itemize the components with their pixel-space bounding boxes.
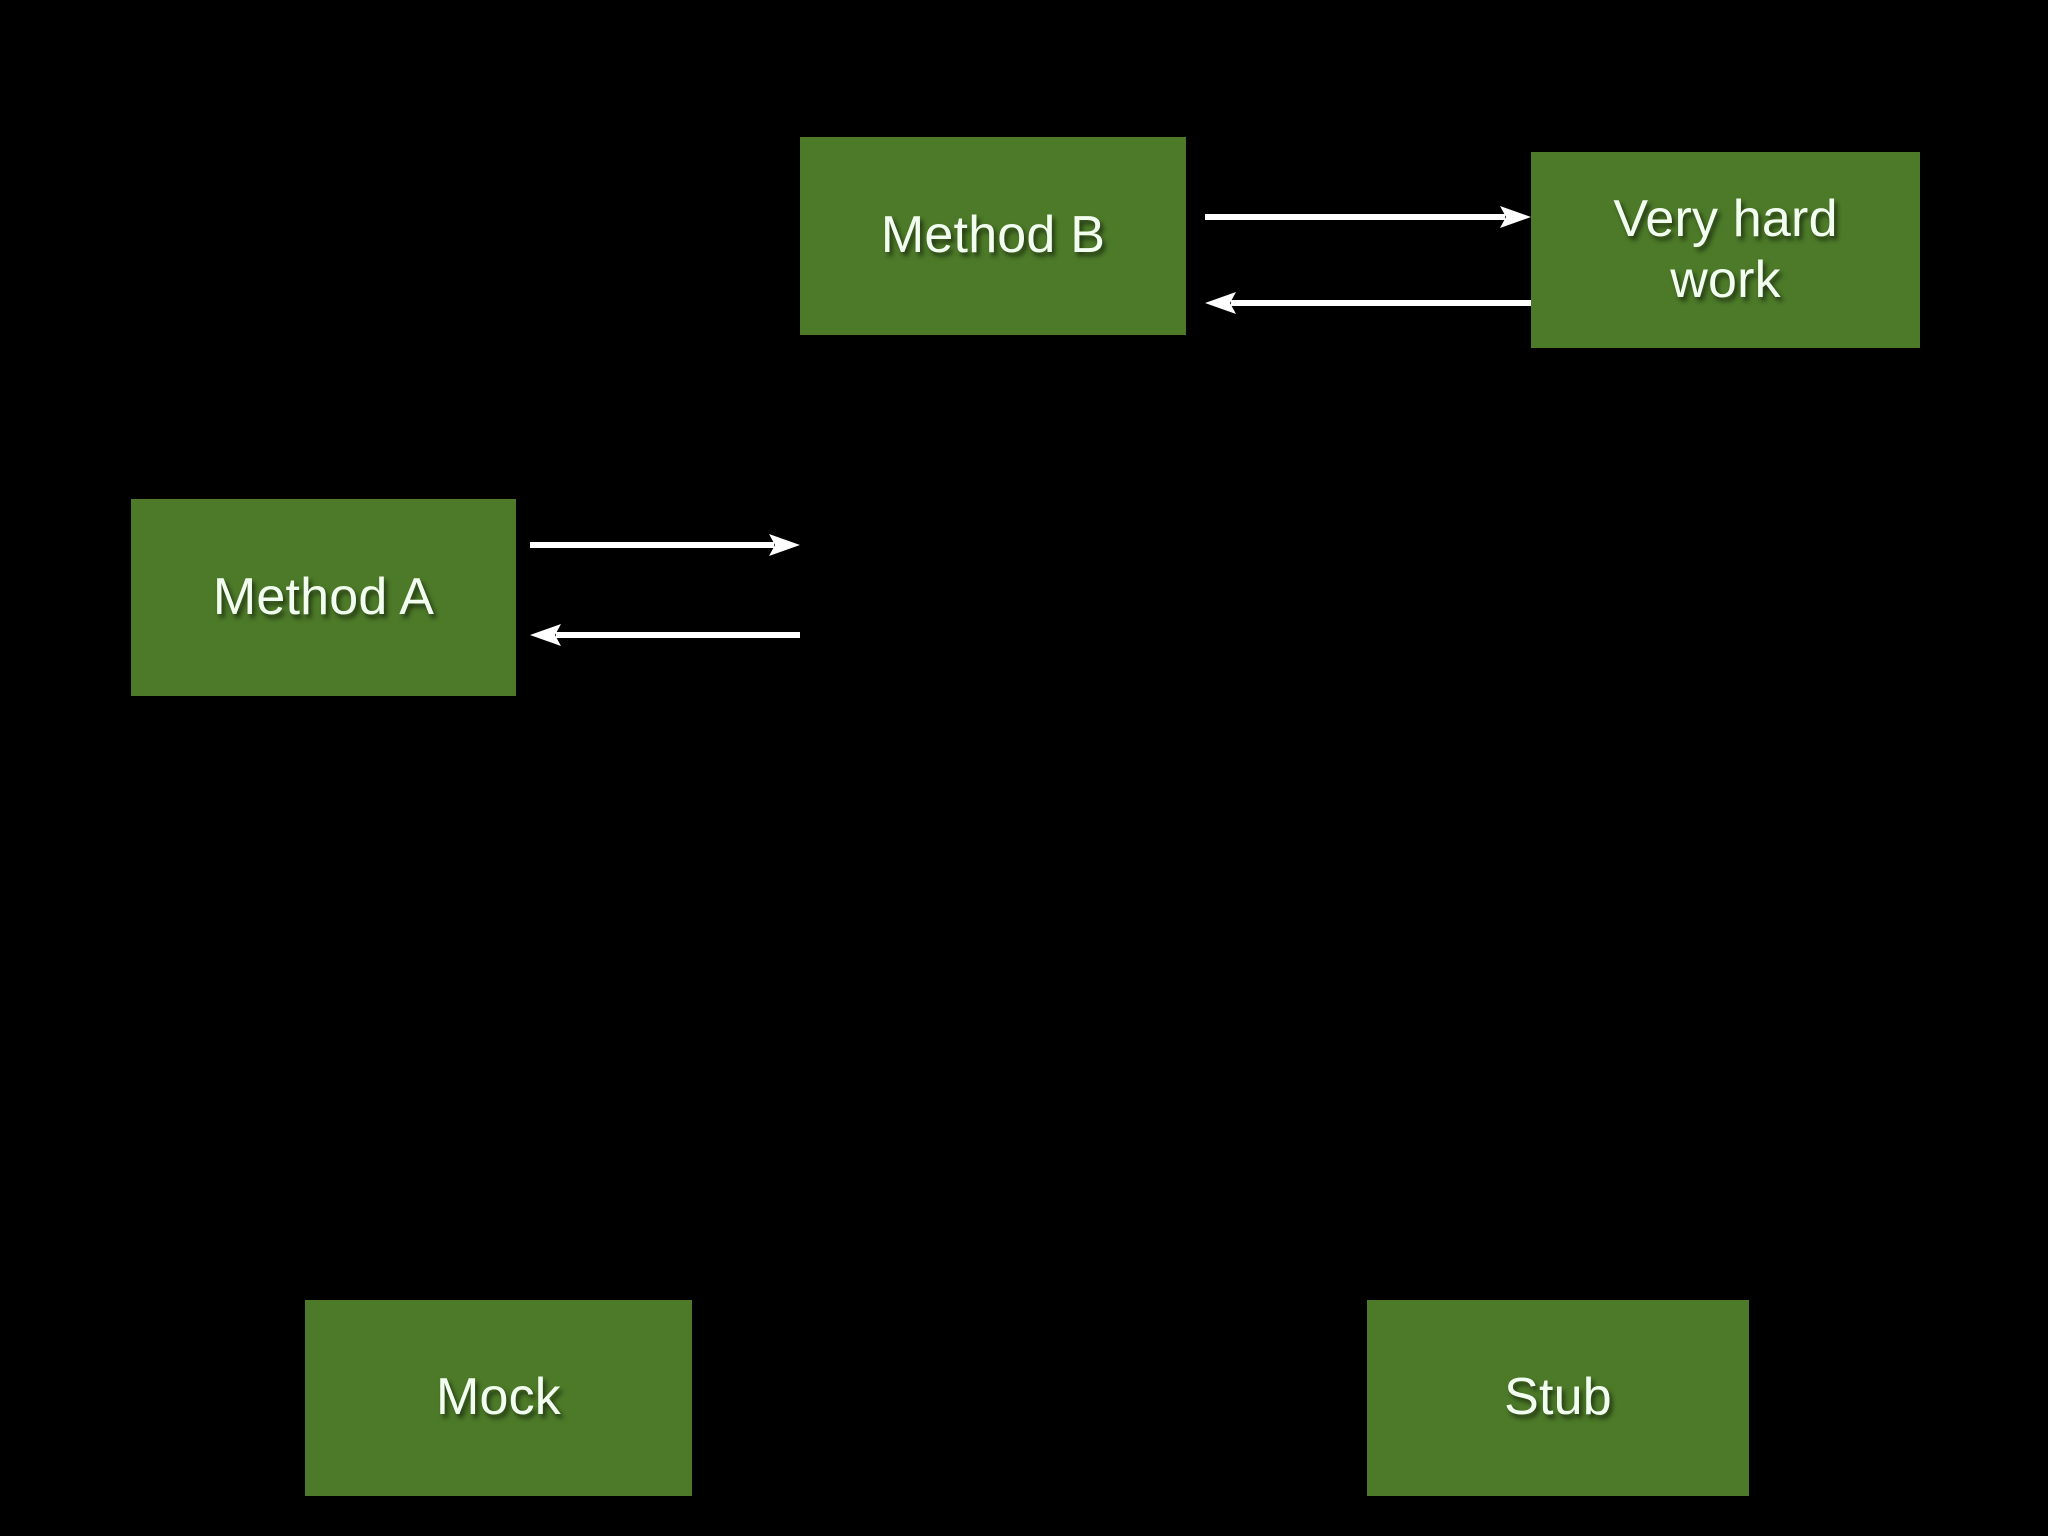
node-very-hard-work-label-line1: Very hard: [1613, 189, 1838, 248]
node-very-hard-work[interactable]: Very hard work: [1531, 152, 1920, 348]
node-stub[interactable]: Stub: [1367, 1300, 1749, 1496]
node-method-b[interactable]: Method B: [800, 137, 1186, 335]
arrow-method-a-outgoing-icon: [530, 528, 800, 562]
arrow-method-b-to-very-hard-work-icon: [1205, 200, 1531, 234]
node-very-hard-work-label-line2: work: [1670, 251, 1781, 309]
node-method-b-label: Method B: [880, 206, 1106, 265]
node-method-a[interactable]: Method A: [131, 499, 516, 696]
node-mock-label: Mock: [435, 1368, 562, 1427]
arrow-method-a-incoming-icon: [530, 618, 800, 652]
arrow-very-hard-work-to-method-b-icon: [1205, 286, 1531, 320]
node-method-a-label: Method A: [212, 567, 435, 626]
node-very-hard-work-label: Very hard work: [1603, 189, 1847, 312]
node-stub-label: Stub: [1504, 1368, 1612, 1427]
node-mock[interactable]: Mock: [305, 1300, 692, 1496]
